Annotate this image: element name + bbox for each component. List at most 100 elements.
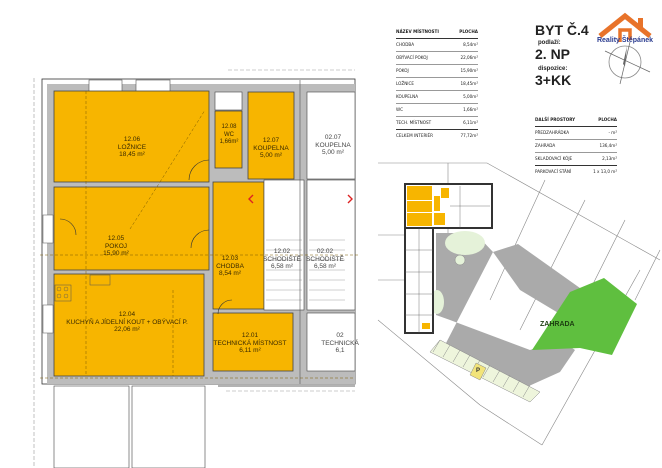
- room-table-header: NÁZEV MÍSTNOSTI PLOCHA: [396, 26, 478, 39]
- house-compass-icon: [598, 12, 652, 85]
- garden-area: [532, 278, 637, 355]
- floor-value: 2. NP: [535, 46, 571, 62]
- room-area: 5,00 m²: [259, 152, 283, 159]
- room-name: TECHNICKÁ: [321, 339, 359, 347]
- cell-area: 22,06m²: [460, 55, 478, 61]
- room-label-schodiste: 12.02 SCHODIŠTĚ 6,58 m²: [263, 248, 301, 271]
- room-area: 18,45 m²: [119, 151, 145, 158]
- layout-label: dispozice:: [538, 66, 568, 72]
- room-chodba: [212, 181, 265, 310]
- cell-area: 15,90m²: [460, 68, 478, 74]
- cell-area: 1,66m²: [463, 107, 478, 113]
- room-koupelna: [247, 91, 295, 180]
- room-id: 12.07: [262, 137, 280, 144]
- cell-area: 77,72m²: [460, 133, 478, 139]
- cell-name: PARKOVACÍ STÁNÍ: [535, 169, 572, 175]
- room-pokoj: [53, 186, 210, 271]
- room-label-chodba: 12.03 CHODBA 8,54 m²: [216, 255, 244, 278]
- room-name: SCHODIŠTĚ: [263, 255, 301, 263]
- cell-area: 1 x 13,0 m²: [593, 169, 617, 175]
- table-row: OBÝVACÍ POKOJ 22,06m²: [396, 52, 478, 65]
- room-area: 22,06 m²: [114, 326, 140, 333]
- logo: Reality Štěpánek: [590, 6, 660, 86]
- room-id: 12.08: [221, 124, 237, 130]
- room-name: KOUPELNA: [315, 141, 351, 149]
- table-row: LOŽNICE 18,45m²: [396, 78, 478, 91]
- cell-name: CELKEM INTERIÉR: [396, 133, 434, 139]
- room-area: 6,58 m²: [313, 263, 337, 270]
- room-name: WC: [224, 131, 234, 138]
- apartment-title: BYT Č.4: [535, 22, 589, 38]
- cell-area: 136,4m²: [599, 143, 617, 149]
- room-technicka: [212, 312, 294, 372]
- room-area: 8,54 m²: [218, 270, 242, 277]
- table-row: WC 1,66m²: [396, 104, 478, 117]
- cell-name: PŘEDZAHRÁDKA: [535, 130, 570, 136]
- room-id: 12.03: [221, 255, 239, 262]
- room-id: 02.02: [316, 248, 334, 255]
- cell-name: POKOJ: [396, 68, 409, 74]
- room-name: LOŽNICE: [117, 143, 147, 151]
- room-name: CHODBA: [216, 262, 244, 270]
- table-row: TECH. MÍSTNOST 6,11m²: [396, 117, 478, 130]
- cell-name: ZAHRADA: [535, 143, 556, 149]
- cell-name: LOŽNICE: [396, 81, 415, 87]
- table-row: POKOJ 15,90m²: [396, 65, 478, 78]
- cell-name: OBÝVACÍ POKOJ: [396, 55, 428, 61]
- room-label-wc: 12.08 WC 1,66m²: [220, 124, 239, 147]
- extra-table-header: DALŠÍ PROSTORY PLOCHA: [535, 114, 617, 127]
- table-row: ZAHRADA 136,4m²: [535, 140, 617, 153]
- layout-value: 3+KK: [535, 72, 572, 88]
- cell-area: 5,00m²: [463, 94, 478, 100]
- room-label-pokoj: 12.05 POKOJ 15,90 m²: [103, 235, 129, 258]
- table-row: PARKOVACÍ STÁNÍ 1 x 13,0 m²: [535, 166, 617, 178]
- room-area: 1,66m²: [219, 139, 239, 145]
- room-label-technicka: 12.01 TECHNICKÁ MÍSTNOST 6,11 m²: [214, 332, 287, 355]
- cell-area: 8,54m²: [463, 42, 478, 48]
- room-label-technicka-2: 02 TECHNICKÁ 6,1: [321, 332, 359, 355]
- cell-name: WC: [396, 107, 403, 113]
- room-label-schodiste-2: 02.02 SCHODIŠTĚ 6,58 m²: [306, 248, 344, 271]
- room-id: 12.06: [123, 136, 141, 143]
- room-area: 6,11 m²: [239, 347, 261, 354]
- logo-text: Reality Štěpánek: [596, 37, 654, 44]
- room-id: 12.05: [107, 235, 125, 242]
- extra-table: DALŠÍ PROSTORY PLOCHA PŘEDZAHRÁDKA - m² Z…: [535, 114, 617, 178]
- room-area: 15,90 m²: [103, 250, 129, 257]
- cell-name: KOUPELNA: [396, 94, 419, 100]
- room-id: 02.07: [324, 134, 342, 141]
- room-name: SCHODIŠTĚ: [306, 255, 344, 263]
- cell-area: 6,11m²: [463, 120, 478, 126]
- floor-plan: [33, 69, 360, 468]
- header-name: DALŠÍ PROSTORY: [535, 117, 576, 123]
- garden-label: ZAHRADA: [540, 321, 575, 328]
- room-area: 6,1: [335, 347, 345, 354]
- room-id: 12.01: [241, 332, 259, 339]
- table-row-total: CELKEM INTERIÉR 77,72m²: [396, 130, 478, 142]
- room-area: 6,58 m²: [270, 263, 294, 270]
- room-lozhnice: [53, 90, 210, 183]
- cell-name: SKLADOVACÍ KÓJE: [535, 156, 573, 162]
- table-row: KOUPELNA 5,00m²: [396, 91, 478, 104]
- room-name: TECHNICKÁ MÍSTNOST: [213, 339, 287, 347]
- floor-label: podlaží:: [538, 40, 561, 46]
- header-name: NÁZEV MÍSTNOSTI: [396, 29, 439, 35]
- room-name: KOUPELNA: [253, 144, 289, 152]
- parking-spot: [469, 362, 487, 381]
- parking-label: P: [476, 368, 481, 374]
- site-plan: [377, 162, 661, 446]
- room-label-kuchyn: 12.04 KUCHYŇ A JÍDELNÍ KOUT + OBÝVACÍ P.…: [66, 311, 188, 334]
- room-area: 5,00 m²: [321, 149, 345, 156]
- room-name: KUCHYŇ A JÍDELNÍ KOUT + OBÝVACÍ P.: [66, 318, 188, 326]
- cell-area: - m²: [608, 130, 618, 136]
- room-id: 12.04: [118, 311, 136, 318]
- room-kuchyn: [53, 273, 205, 377]
- apartment-info: BYT Č.4 podlaží: 2. NP dispozice: 3+KK: [535, 22, 589, 88]
- room-name: POKOJ: [104, 242, 128, 250]
- room-wc: [214, 110, 243, 169]
- cell-area: 18,45m²: [460, 81, 478, 87]
- table-row: PŘEDZAHRÁDKA - m²: [535, 127, 617, 140]
- cell-name: TECH. MÍSTNOST: [396, 120, 432, 126]
